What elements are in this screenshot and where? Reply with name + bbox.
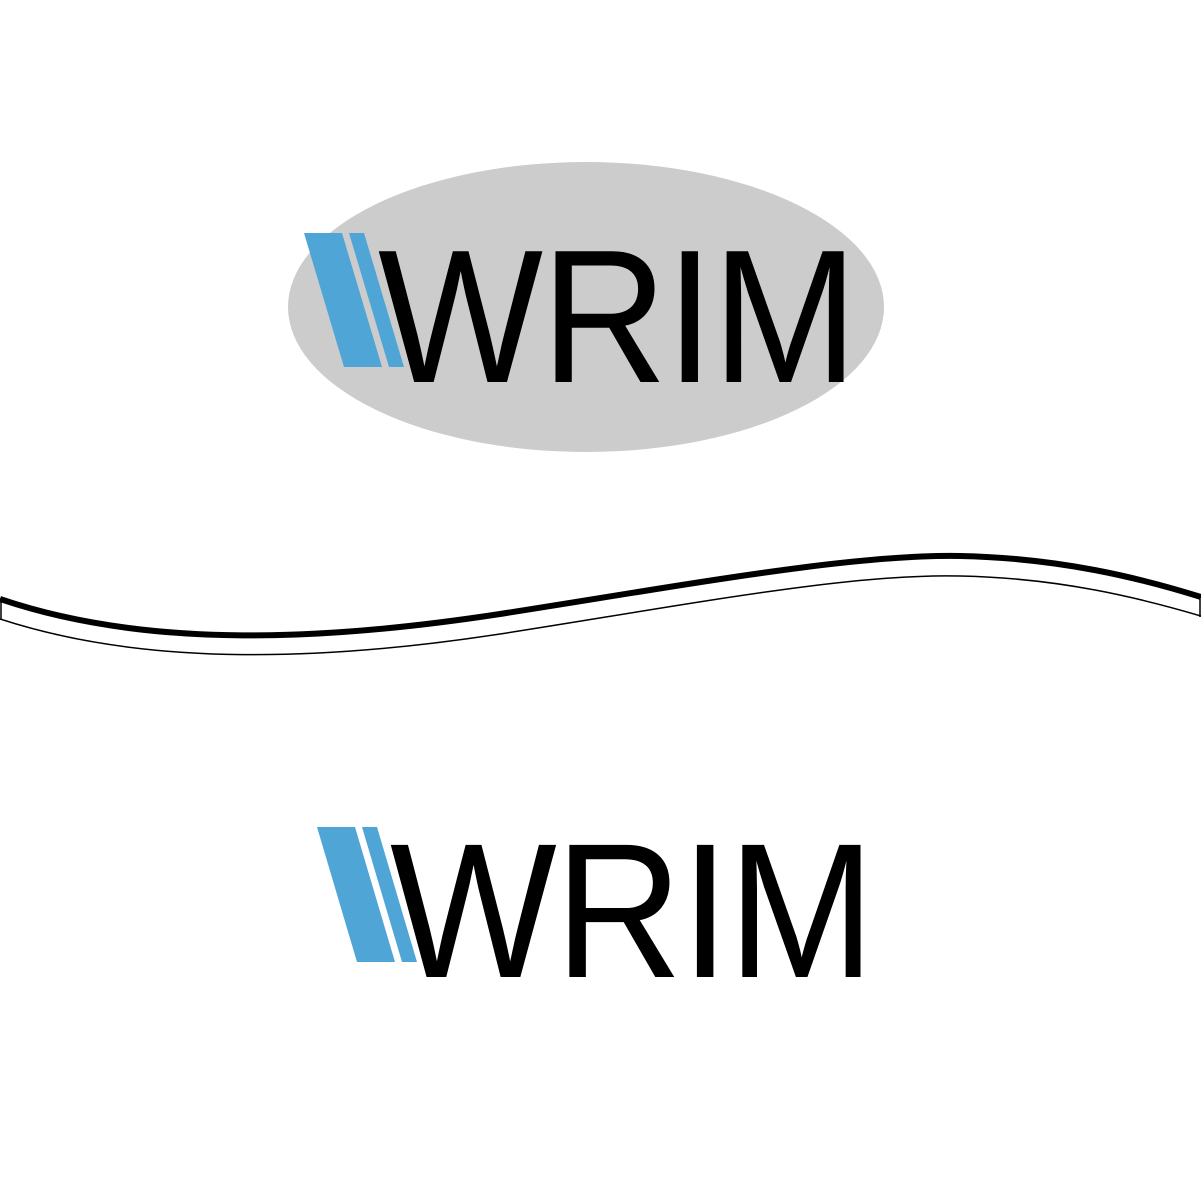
logo-oval-background — [288, 162, 884, 452]
wave-thin-line — [0, 575, 1201, 656]
narrow-stripe — [349, 233, 404, 367]
wave-divider — [0, 552, 1201, 656]
logo-wordmark: WRIM — [378, 211, 858, 423]
wide-stripe — [317, 827, 395, 962]
wide-stripe — [304, 233, 382, 367]
logo-stripes-icon — [317, 827, 417, 962]
logo-with-oval: WRIM — [0, 0, 1201, 480]
logo-stripes-icon — [304, 233, 404, 367]
logo-wordmark: WRIM — [390, 803, 875, 1018]
wave-thick-line — [0, 552, 1201, 639]
narrow-stripe — [362, 827, 417, 962]
